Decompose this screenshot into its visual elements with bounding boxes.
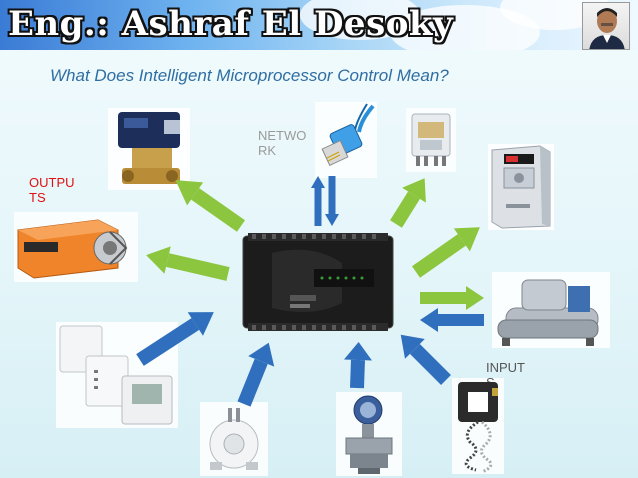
arrow-from-pressure-transmitter	[343, 341, 373, 389]
pressure-transmitter-icon	[336, 392, 402, 476]
variable-frequency-drive-icon	[488, 144, 554, 230]
network-cable-icon	[315, 102, 377, 178]
chiller-icon	[492, 272, 610, 348]
pressure-switch-icon	[200, 402, 268, 476]
damper-actuator-icon	[14, 212, 138, 282]
arrow-from-pressure-switch	[237, 337, 282, 407]
arrow-to-frequency-drive	[411, 215, 488, 278]
arrow-to-relay	[390, 170, 437, 228]
inputs-label: INPUT S	[486, 360, 525, 382]
outputs-label: OUTPU TS	[29, 175, 75, 205]
arrow-to-actuator	[143, 241, 230, 281]
header-banner: Eng.: Ashraf El Desoky	[0, 0, 638, 50]
current-sensor-icon	[452, 378, 504, 474]
network-label: NETWO RK	[258, 128, 307, 158]
header-title: Eng.: Ashraf El Desoky	[8, 4, 454, 44]
arrow-from-current-sensor	[390, 324, 451, 385]
arrow-to-solenoid-valve	[167, 168, 246, 232]
avatar	[582, 2, 630, 50]
relay-icon	[406, 108, 456, 172]
solenoid-valve-icon	[108, 108, 190, 190]
slide-subtitle: What Does Intelligent Microprocessor Con…	[50, 66, 449, 85]
controller-icon	[242, 233, 394, 331]
